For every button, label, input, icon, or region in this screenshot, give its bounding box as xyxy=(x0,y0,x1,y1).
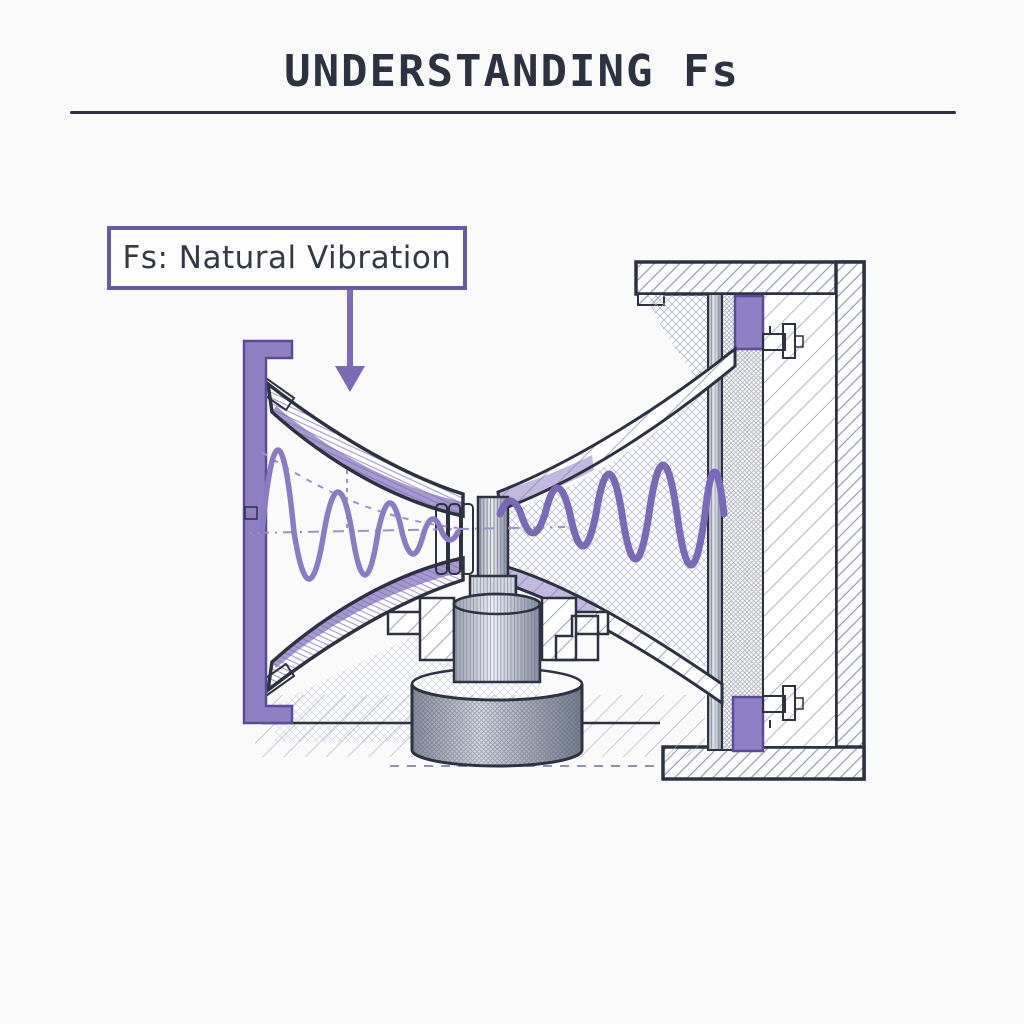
wave-anchor xyxy=(244,506,258,520)
speaker-frame-strip xyxy=(707,293,764,751)
horn-interior-mesh xyxy=(505,372,722,680)
enclosure-wall xyxy=(634,260,866,781)
page-title: UNDERSTANDING Fs xyxy=(284,46,740,97)
callout-arrow xyxy=(335,289,365,392)
basket-leg xyxy=(554,614,600,662)
speaker-frame-bracket xyxy=(242,339,294,725)
gasket-top xyxy=(733,294,765,351)
vibration-wave-right xyxy=(496,461,728,569)
gasket-bottom xyxy=(731,695,765,753)
baffle-panel xyxy=(762,293,837,748)
vibration-wave-left xyxy=(259,447,461,582)
magnet-assembly xyxy=(386,574,610,768)
speaker-cone-top xyxy=(265,379,465,519)
mounting-bolt-top xyxy=(762,323,804,359)
fs-callout-label: Fs: Natural Vibration xyxy=(122,240,452,276)
title-underline xyxy=(70,111,956,114)
mounting-bolt-bottom xyxy=(762,685,804,728)
fs-callout: Fs: Natural Vibration xyxy=(107,226,467,290)
